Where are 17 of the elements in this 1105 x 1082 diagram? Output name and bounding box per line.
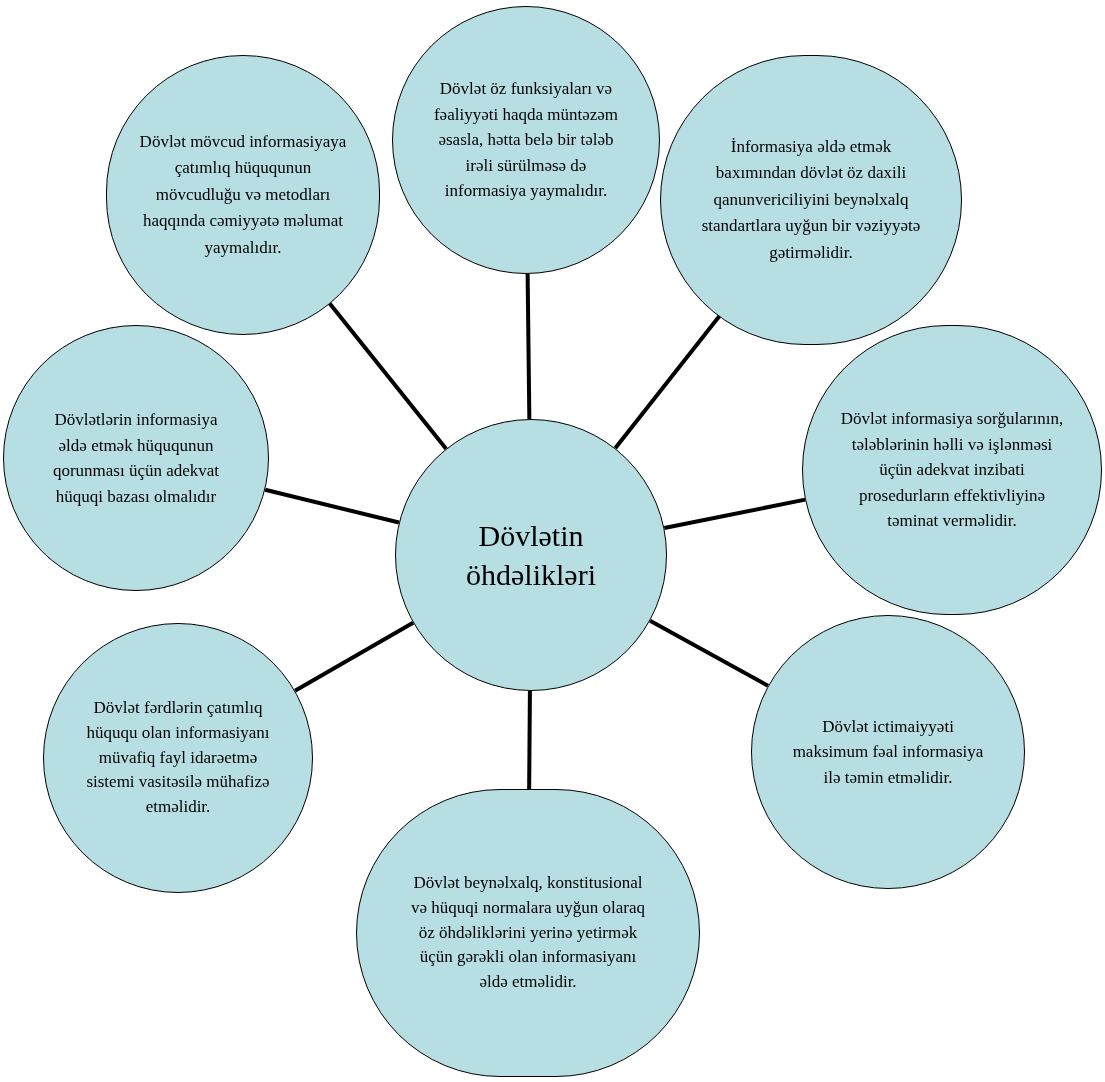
node-text: Dövlət mövcud informasiyaya çatımlıq hüququnun mövcudluğu və metodları haqqında cəmiyyətə məlumat yaymalıdır. xyxy=(139,131,347,259)
connector-line xyxy=(527,691,532,790)
connector-line xyxy=(525,273,532,420)
connector-line xyxy=(663,497,806,531)
node-text: Dövlət beynəlxalq, konstitusional və hüquqi normalara uyğun olaraq öz öhdəliklərini yerinə yetirmək üçün gərəkli olan informasiyanı əldə etməlidir. xyxy=(409,872,647,993)
node-text: Dövlətlərin informasiya əldə etmək hüququnun qorunması üçün adekvat hüquqi bazası olmalıdır xyxy=(51,409,221,508)
node-text: Dövlət informasiya sorğularının, tələblərinin həlli və işlənməsi üçün adekvat inzibati prosedurların effektivliyinə təminat verməlidir. xyxy=(839,408,1065,533)
node-text: İnformasiya əldə etmək baxımından dövlət öz daxili qanunvericiliyini beynəlxalq standartlara uyğun bir vəziyyətə gətirməlidir. xyxy=(700,136,922,264)
connector-line xyxy=(294,621,415,693)
node-text: Dövlət fərdlərin çatımlıq hüququ olan informasiyanı müvafiq fayl idarəetmə sistemi vasitəsilə mühafizə etməlidir. xyxy=(85,697,271,818)
node-text: Dövlət öz funksiyaları və fəaliyyəti haqda müntəzəm əsasla, hətta belə bir tələb irəli sürülməsə də informasiya yaymalıdır. xyxy=(433,78,619,203)
connector-line xyxy=(649,618,769,688)
node-text: Dövlətin öhdəlikləri xyxy=(465,518,597,593)
connector-line xyxy=(613,314,722,450)
connector-line xyxy=(264,487,400,525)
connector-line xyxy=(328,302,448,451)
node-text: Dövlət ictimaiyyəti maksimum fəal informasiya ilə təmin etməlidir. xyxy=(792,715,984,789)
